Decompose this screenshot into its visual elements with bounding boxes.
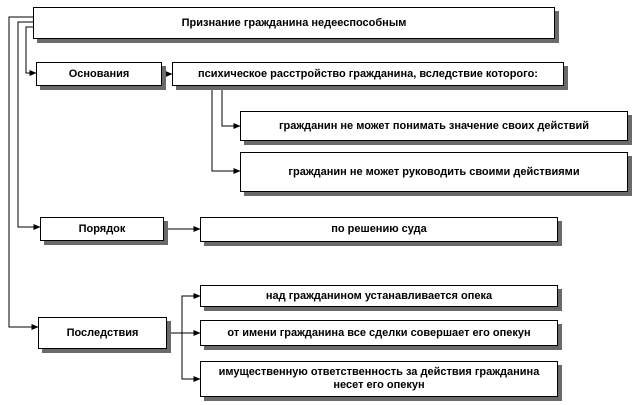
- spine-inner: [17, 21, 41, 230]
- arrow-cons-3: [181, 333, 201, 382]
- title-box: Признание гражданина недееспособным: [33, 7, 555, 39]
- order-box: Порядок: [40, 217, 164, 241]
- arrow-sub-2: [211, 85, 241, 174]
- consequence-box-3: имущественную ответственность за действи…: [200, 361, 558, 397]
- order-label: Порядок: [78, 222, 126, 235]
- consequence-text-2: от имени гражданина все сделки совершает…: [227, 326, 531, 339]
- arrow-cons-1: [181, 293, 201, 333]
- consequence-box-1: над гражданином устанавливается опека: [200, 285, 558, 307]
- grounds-box: Основания: [36, 62, 162, 86]
- consequence-box-2: от имени гражданина все сделки совершает…: [200, 320, 558, 346]
- consequences-label: Последствия: [66, 326, 139, 339]
- court-text: по решению суда: [331, 223, 427, 235]
- grounds-label: Основания: [68, 67, 130, 80]
- spine-innermost: [25, 26, 37, 76]
- spine-outer: [8, 16, 39, 330]
- consequence-text-1: над гражданином устанавливается опека: [265, 289, 493, 302]
- title-text: Признание гражданина недееспособным: [181, 16, 407, 29]
- subitem-box-1: гражданин не может понимать значение сво…: [240, 111, 628, 141]
- condition-box: психическое расстройство гражданина, всл…: [172, 62, 564, 86]
- subitem-box-2: гражданин не может руководить своими дей…: [240, 152, 628, 192]
- court-box: по решению суда: [200, 217, 558, 242]
- consequences-box: Последствия: [38, 317, 167, 349]
- subitem-text-2: гражданин не может руководить своими дей…: [288, 165, 580, 178]
- subitem-text-1: гражданин не может понимать значение сво…: [278, 119, 590, 132]
- consequence-text-3: имущественную ответственность за действи…: [218, 366, 540, 391]
- condition-text: психическое расстройство гражданина, всл…: [198, 67, 538, 80]
- arrow-sub-1: [221, 85, 241, 129]
